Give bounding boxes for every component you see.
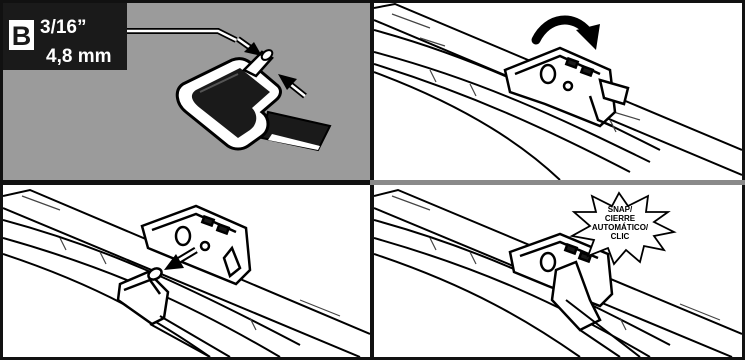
size-inch-label: 3/16” — [40, 17, 86, 38]
snap-label-line-4: CLIC — [611, 232, 630, 241]
letter-label: B — [12, 21, 32, 51]
snap-label-line-3: AUTOMÁTICO/ — [592, 223, 649, 232]
size-mm-label: 4,8 mm — [46, 46, 111, 67]
snap-label-line-2: CIERRE — [605, 214, 636, 223]
snap-label-line-1: SNAP/ — [608, 205, 633, 214]
horizontal-divider — [370, 180, 745, 185]
